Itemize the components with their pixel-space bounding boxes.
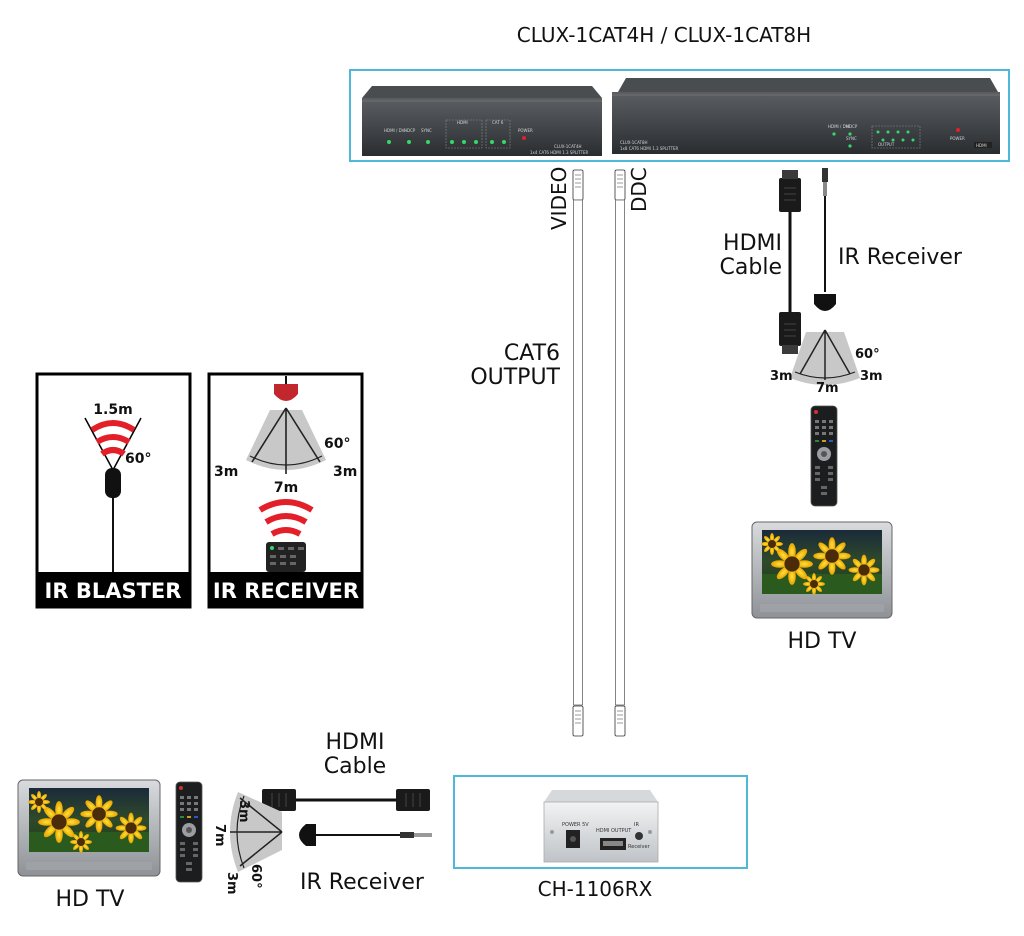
rx-receiver-label: Receiver [628,844,651,850]
rx-power-label: POWER 5V [562,822,589,828]
top-hdmi-label-2: Cable [720,255,782,280]
top-left-dist-label: 3m [770,369,793,384]
small-power-label: POWER [518,128,533,133]
ir-blaster-angle: 60° [125,451,151,467]
bottom-tv-label: HD TV [56,887,125,912]
rx-hdmi-output-label: HDMI OUTPUT [596,828,632,834]
top-right-tv [751,521,893,619]
output-label: OUTPUT [470,365,560,390]
top-right-hdmi-cable [778,169,802,355]
large-led-label-3: SYNC [846,136,857,141]
hdmi-logo: HDMI [976,143,987,148]
receiver-frame [453,775,748,869]
splitter-small-unit: HDMI / DVI HDCP SYNC HDMI CAT 6 POWER CL… [362,86,602,156]
bottom-hdmi-cable [261,788,431,812]
bottom-hdmi-label-1: HDMI [326,730,385,755]
top-center-dist-label: 7m [816,381,839,396]
ir-receiver-card [207,372,364,609]
ir-receiver-card-right-dist: 3m [333,464,357,480]
ir-receiver-card-angle: 60° [324,436,350,452]
large-model-label: CLUX-1CAT8H [620,140,648,145]
large-power-label: POWER [950,136,965,141]
splitter-frame [349,69,1010,162]
top-right-dist-label: 3m [860,369,883,384]
large-output-label: OUTPUT [878,142,895,147]
small-desc-label: 1x4 CAT6 HDMI 1.3 SPLITTER [530,150,589,155]
ir-blaster-label: IR BLASTER [45,579,182,603]
ch-1106rx-unit: POWER 5V HDMI OUTPUT IR Receiver [543,790,659,863]
top-right-coverage-fan [790,329,860,385]
cat6-cables [572,169,626,737]
bottom-top-dist-label: 3m [236,800,251,823]
small-led-label-1: HDMI / DVI [384,128,406,133]
top-hdmi-label-1: HDMI [723,231,782,256]
large-led-label-1: HDMI / DVI [828,124,850,129]
ir-receiver-card-label: IR RECEIVER [213,579,359,603]
large-desc-label: 1x8 CAT6 HDMI 1.3 SPLITTER [620,146,679,151]
bottom-remote [175,781,203,883]
ir-blaster-distance: 1.5m [93,402,132,418]
ir-receiver-card-center-dist: 7m [274,480,298,496]
small-cat-group-label: CAT 6 [492,120,504,125]
top-tv-label: HD TV [788,629,857,654]
ir-receiver-card-left-dist: 3m [214,464,238,480]
video-cable-label: VIDEO [547,167,571,230]
splitter-large-unit: CLUX-1CAT8H 1x8 CAT6 HDMI 1.3 SPLITTER H… [612,78,1000,154]
bottom-center-dist-label: 7m [212,824,227,847]
bottom-ir-receiver [299,824,432,846]
small-led-label-3: SYNC [421,128,432,133]
cat6-label: CAT6 [504,341,560,366]
large-led-label-2: HDCP [846,124,858,129]
bottom-hdmi-label-2: Cable [324,754,386,779]
small-model-label: CLUX-1CAT4H [554,144,582,149]
rx-ir-label: IR [634,822,639,828]
bottom-coverage-fan [230,792,283,872]
bottom-ir-receiver-label: IR Receiver [300,870,425,895]
top-angle-label: 60° [855,347,880,362]
small-led-label-2: HDCP [404,128,416,133]
ddc-cable-label: DDC [627,167,651,212]
receiver-model-label: CH-1106RX [538,877,653,901]
ir-blaster-card [35,372,192,609]
diagram-title: CLUX-1CAT4H / CLUX-1CAT8H [517,23,811,47]
bottom-tv [17,779,161,877]
small-hdmi-group-label: HDMI [457,120,468,125]
bottom-angle-label: 60° [248,864,263,889]
top-ir-receiver-label: IR Receiver [838,245,963,270]
top-right-remote [810,405,838,507]
top-right-ir-receiver [814,168,836,311]
bottom-bottom-dist-label: 3m [224,872,239,895]
